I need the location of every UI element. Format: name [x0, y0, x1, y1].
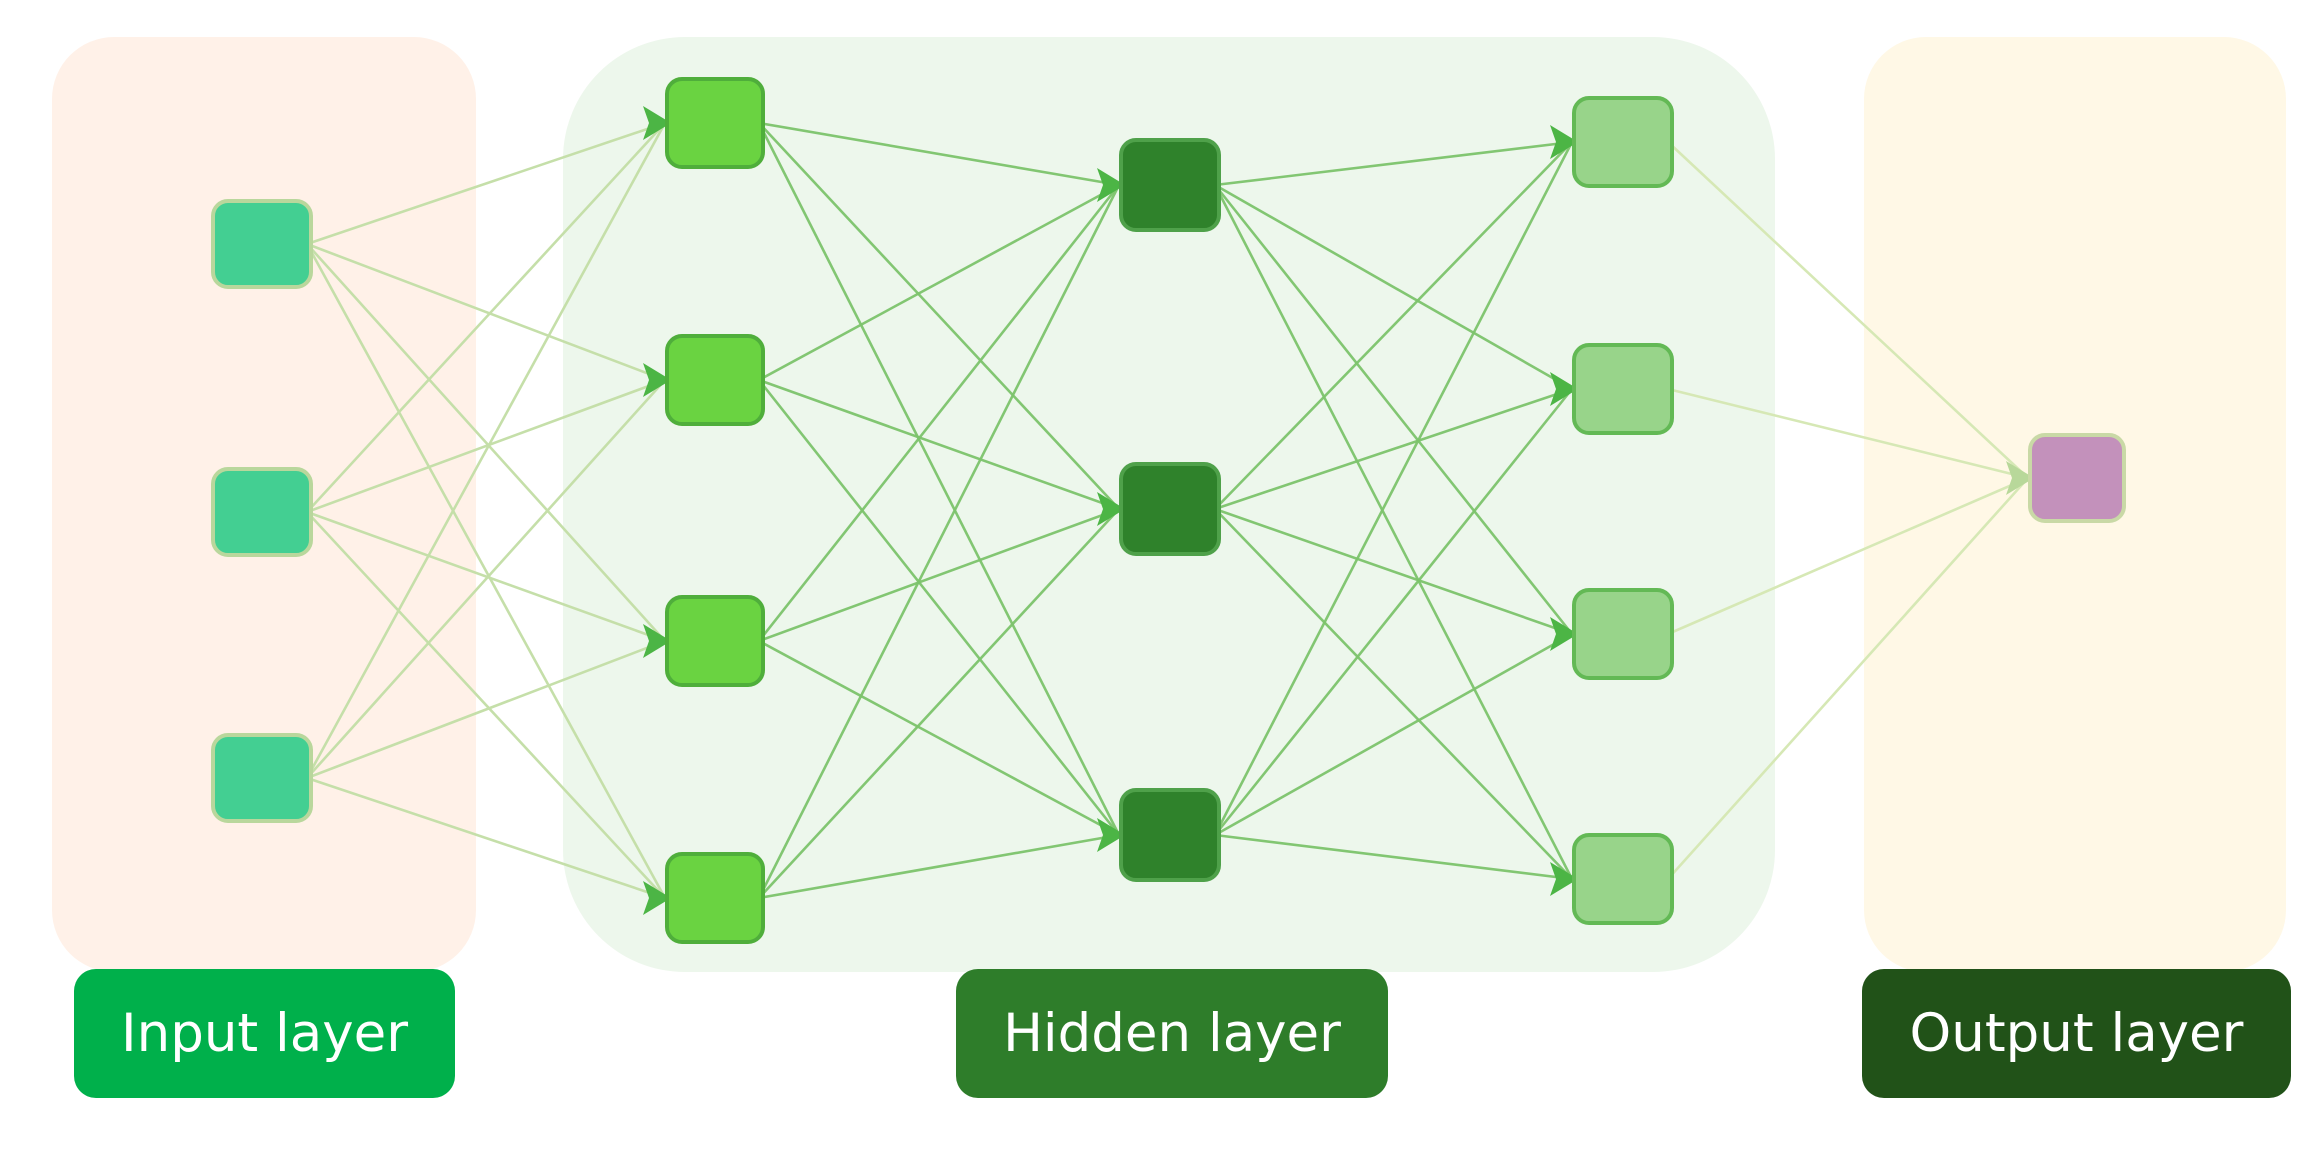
connection-3-0-0	[1667, 141, 2029, 479]
connection-2-1-0	[1214, 141, 1573, 510]
input-node-1	[211, 199, 313, 289]
hidden-3-node-2	[1572, 343, 1674, 435]
connection-2-1-1	[1214, 387, 1573, 511]
arrowhead-1-1	[643, 363, 671, 397]
arrowhead-1-3	[643, 881, 671, 915]
connection-2-2-1	[1213, 388, 1574, 836]
connection-0-2-0	[305, 122, 667, 779]
hidden-2-node-3	[1119, 788, 1221, 882]
connection-0-0-1	[306, 242, 666, 382]
connection-1-3-0	[757, 184, 1121, 899]
connection-2-2-0	[1213, 141, 1574, 836]
connection-1-2-1	[758, 507, 1120, 643]
arrowhead-1-0	[643, 106, 671, 140]
connection-2-1-2	[1214, 507, 1573, 636]
connection-1-3-1	[758, 508, 1120, 899]
arrowhead-2-0	[1097, 168, 1125, 202]
hidden-3-node-1	[1572, 96, 1674, 188]
connection-0-0-3	[305, 243, 667, 899]
connection-1-0-1	[758, 122, 1120, 510]
hidden-3-node-3	[1572, 588, 1674, 680]
connections	[305, 121, 2029, 900]
connection-3-1-0	[1667, 387, 2029, 480]
connection-1-1-1	[758, 378, 1120, 511]
hidden-1-node-3	[665, 595, 765, 687]
connection-0-0-0	[306, 121, 666, 246]
arrowhead-1-2	[643, 624, 671, 658]
arrowhead-3-2	[1550, 617, 1578, 651]
input-node-3	[211, 733, 313, 823]
hidden-2-node-1	[1119, 138, 1221, 232]
input-layer-label: Input layer	[74, 969, 455, 1098]
connection-2-1-3	[1214, 508, 1573, 880]
connection-0-0-2	[306, 243, 666, 642]
neurons	[211, 77, 2126, 944]
connection-1-1-0	[758, 183, 1120, 382]
connection-3-2-0	[1667, 476, 2029, 636]
output-layer-label: Output layer	[1862, 969, 2291, 1098]
arrowhead-3-3	[1550, 862, 1578, 896]
connection-1-2-0	[757, 184, 1121, 642]
hidden-1-node-4	[665, 852, 765, 944]
output-node-1	[2028, 433, 2126, 523]
hidden-3-node-4	[1572, 833, 1674, 925]
hidden-2-node-2	[1119, 462, 1221, 556]
arrowhead-3-0	[1550, 125, 1578, 159]
connection-2-0-0	[1214, 140, 1573, 187]
connection-1-0-2	[757, 122, 1121, 836]
connection-0-2-3	[306, 776, 666, 900]
connection-0-2-1	[306, 379, 666, 779]
connection-0-1-1	[306, 378, 666, 514]
connection-0-1-0	[306, 122, 666, 513]
connection-2-0-3	[1213, 184, 1574, 880]
connection-1-0-0	[758, 121, 1120, 187]
arrowheads	[643, 106, 2034, 915]
arrowhead-2-2	[1097, 818, 1125, 852]
connection-0-2-2	[306, 639, 666, 780]
hidden-layer-label: Hidden layer	[956, 969, 1388, 1098]
connection-1-3-2	[758, 833, 1120, 900]
connection-2-0-1	[1214, 183, 1573, 391]
arrowhead-3-1	[1550, 372, 1578, 406]
connection-1-1-2	[757, 379, 1121, 836]
hidden-1-node-1	[665, 77, 765, 169]
connection-0-1-3	[306, 511, 666, 899]
connection-2-2-3	[1214, 833, 1573, 881]
arrowhead-4-0	[2006, 461, 2034, 495]
input-node-2	[211, 467, 313, 557]
hidden-1-node-2	[665, 334, 765, 426]
connection-3-3-0	[1667, 477, 2029, 880]
connection-2-2-2	[1214, 632, 1573, 837]
connection-0-1-2	[306, 510, 666, 643]
arrowhead-2-1	[1097, 492, 1125, 526]
connection-2-0-2	[1213, 184, 1574, 635]
connection-1-2-2	[758, 639, 1120, 837]
